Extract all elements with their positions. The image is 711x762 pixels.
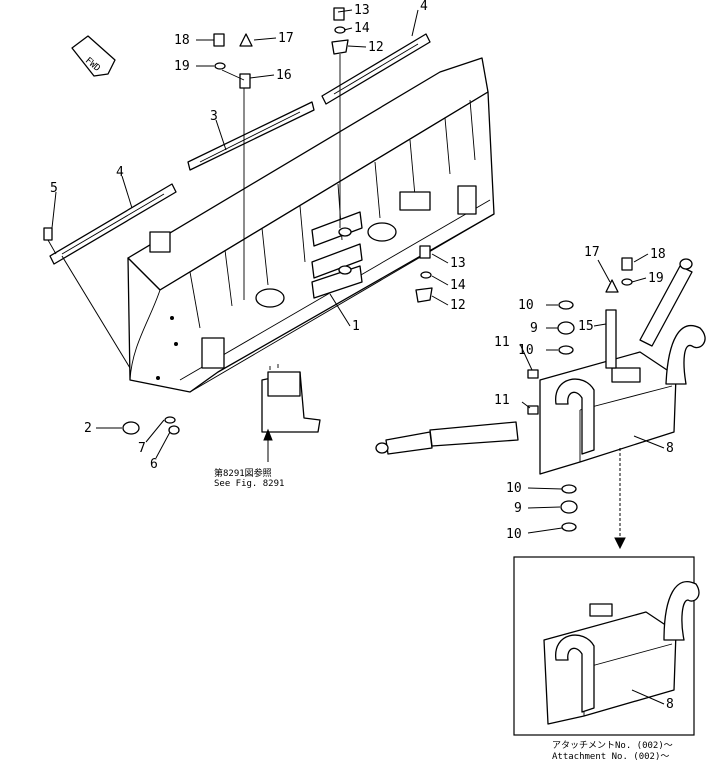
callout-9-a: 9 (530, 321, 538, 336)
washer-19-top (214, 62, 226, 70)
callout-10-b: 10 (518, 343, 534, 358)
pin-16 (239, 73, 251, 89)
callout-17-top: 17 (278, 31, 294, 46)
washer-14-right (420, 271, 432, 279)
callout-12-right: 12 (450, 298, 466, 313)
wear-strip-3 (187, 101, 315, 171)
hydraulic-cylinder-right (639, 258, 693, 347)
spacer-10-c (561, 484, 577, 494)
callout-17-right: 17 (584, 245, 600, 260)
spacer-9-a (557, 321, 575, 335)
spacer-10-b (558, 345, 574, 355)
callout-10-d: 10 (506, 527, 522, 542)
fwd-arrow-icon: FWD (71, 35, 116, 77)
callout-4-left: 4 (116, 165, 124, 180)
see-fig-arrow-icon (263, 428, 273, 462)
washer-19-right (621, 278, 633, 286)
callout-10-a: 10 (518, 298, 534, 313)
callout-8-inset: 8 (666, 697, 674, 712)
callout-labels: 1 2 3 4 4 5 6 7 8 8 9 9 10 10 10 10 11 1… (50, 0, 674, 712)
callout-12-top: 12 (368, 40, 384, 55)
callout-7: 7 (138, 441, 146, 456)
callout-13-right: 13 (450, 256, 466, 271)
callout-14-right: 14 (450, 278, 466, 293)
plate-12-right (415, 287, 433, 303)
callout-10-c: 10 (506, 481, 522, 496)
callout-18-top: 18 (174, 33, 190, 48)
callout-15: 15 (578, 319, 594, 334)
callout-3: 3 (210, 109, 218, 124)
spacer-9-b (560, 500, 578, 514)
callout-4-right: 4 (420, 0, 428, 14)
spacer-10-a (558, 300, 574, 310)
fitting-11-b (527, 405, 539, 415)
callout-11-b: 11 (494, 393, 510, 408)
fitting-17-top (239, 33, 253, 47)
wear-strip-4-right (321, 33, 431, 105)
callout-18-right: 18 (650, 247, 666, 262)
callout-8: 8 (666, 441, 674, 456)
hydraulic-cylinder-left (375, 421, 519, 455)
callout-11-a: 11 (494, 335, 510, 350)
center-bracket (311, 211, 363, 299)
wear-strip-4-left (49, 183, 177, 265)
bolt-18-top (213, 33, 225, 47)
bolt-5 (43, 227, 57, 255)
callout-19-top: 19 (174, 59, 190, 74)
mount-bracket (261, 364, 321, 433)
callout-2: 2 (84, 421, 92, 436)
callout-9-b: 9 (514, 501, 522, 516)
bolt-13-top (333, 7, 345, 21)
callout-14-top: 14 (354, 21, 370, 36)
callout-16: 16 (276, 68, 292, 83)
washer-7 (164, 416, 176, 424)
fitting-11-a (527, 369, 539, 379)
attachment-en: Attachment No. (002)～ (552, 752, 669, 762)
fitting-17-right (605, 279, 619, 293)
callout-19-right: 19 (648, 271, 664, 286)
spacer-10-d (561, 522, 577, 532)
nut-6 (168, 425, 180, 435)
callout-1: 1 (352, 319, 360, 334)
pin-15 (605, 309, 617, 369)
attachment-jp: アタッチメントNo. (002)～ (552, 740, 673, 751)
bolt-13-right (419, 245, 431, 259)
callout-6: 6 (150, 457, 158, 472)
bolt-18-right (621, 257, 633, 271)
plate-12-top (331, 39, 349, 55)
see-fig-en: See Fig. 8291 (214, 479, 284, 489)
washer-14-top (334, 26, 346, 34)
blade-assembly (127, 57, 495, 393)
callout-5: 5 (50, 181, 58, 196)
leader-lines (51, 9, 665, 705)
frame-assembly-8 (539, 325, 706, 475)
attachment-inset (513, 556, 700, 736)
inset-arrow-icon (614, 448, 626, 550)
see-fig-jp: 第8291図参照 (214, 467, 272, 479)
callout-13-top: 13 (354, 3, 370, 18)
plug-2 (122, 421, 140, 435)
